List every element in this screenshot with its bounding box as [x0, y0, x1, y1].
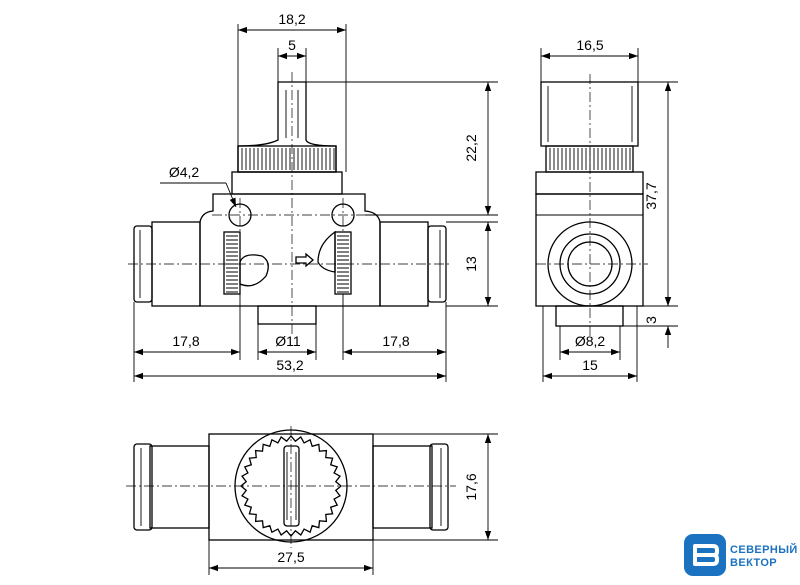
front-knurl [237, 145, 337, 173]
dim-side-port-dia: Ø8,2 [575, 333, 606, 349]
dim-side-bottom-width: 15 [582, 357, 598, 373]
dim-side-top-width: 16,5 [576, 37, 603, 53]
dim-front-height-mid: 13 [463, 256, 479, 272]
dim-top-width: 27,5 [277, 549, 304, 565]
dim-front-height-top: 22,2 [463, 134, 479, 161]
dim-front-left-length: 17,8 [172, 333, 199, 349]
dim-front-hole-dia: Ø4,2 [169, 164, 200, 180]
dim-front-bottom-dia: Ø11 [275, 333, 301, 349]
top-view: 17,6 27,5 [126, 426, 498, 575]
side-view: 16,5 37,7 3 Ø8,2 15 [535, 37, 678, 382]
dim-front-right-length: 17,8 [382, 333, 409, 349]
dim-top-height: 17,6 [463, 473, 479, 500]
front-view: 18,2 5 Ø4,2 22,2 13 Ø11 17,8 17,8 [128, 11, 498, 382]
logo-line-2: ВЕКТОР [730, 557, 778, 569]
logo-badge-icon [684, 534, 726, 576]
dim-front-stem-width: 5 [288, 37, 296, 53]
logo-line-1: СЕВЕРНЫЙ [730, 544, 798, 556]
company-logo: СЕВЕРНЫЙ ВЕКТОР [684, 534, 800, 578]
dim-side-offset: 3 [643, 316, 659, 324]
dim-front-total-length: 53,2 [276, 357, 303, 373]
dim-front-top-width: 18,2 [278, 11, 305, 27]
dim-side-total-height: 37,7 [643, 182, 659, 209]
